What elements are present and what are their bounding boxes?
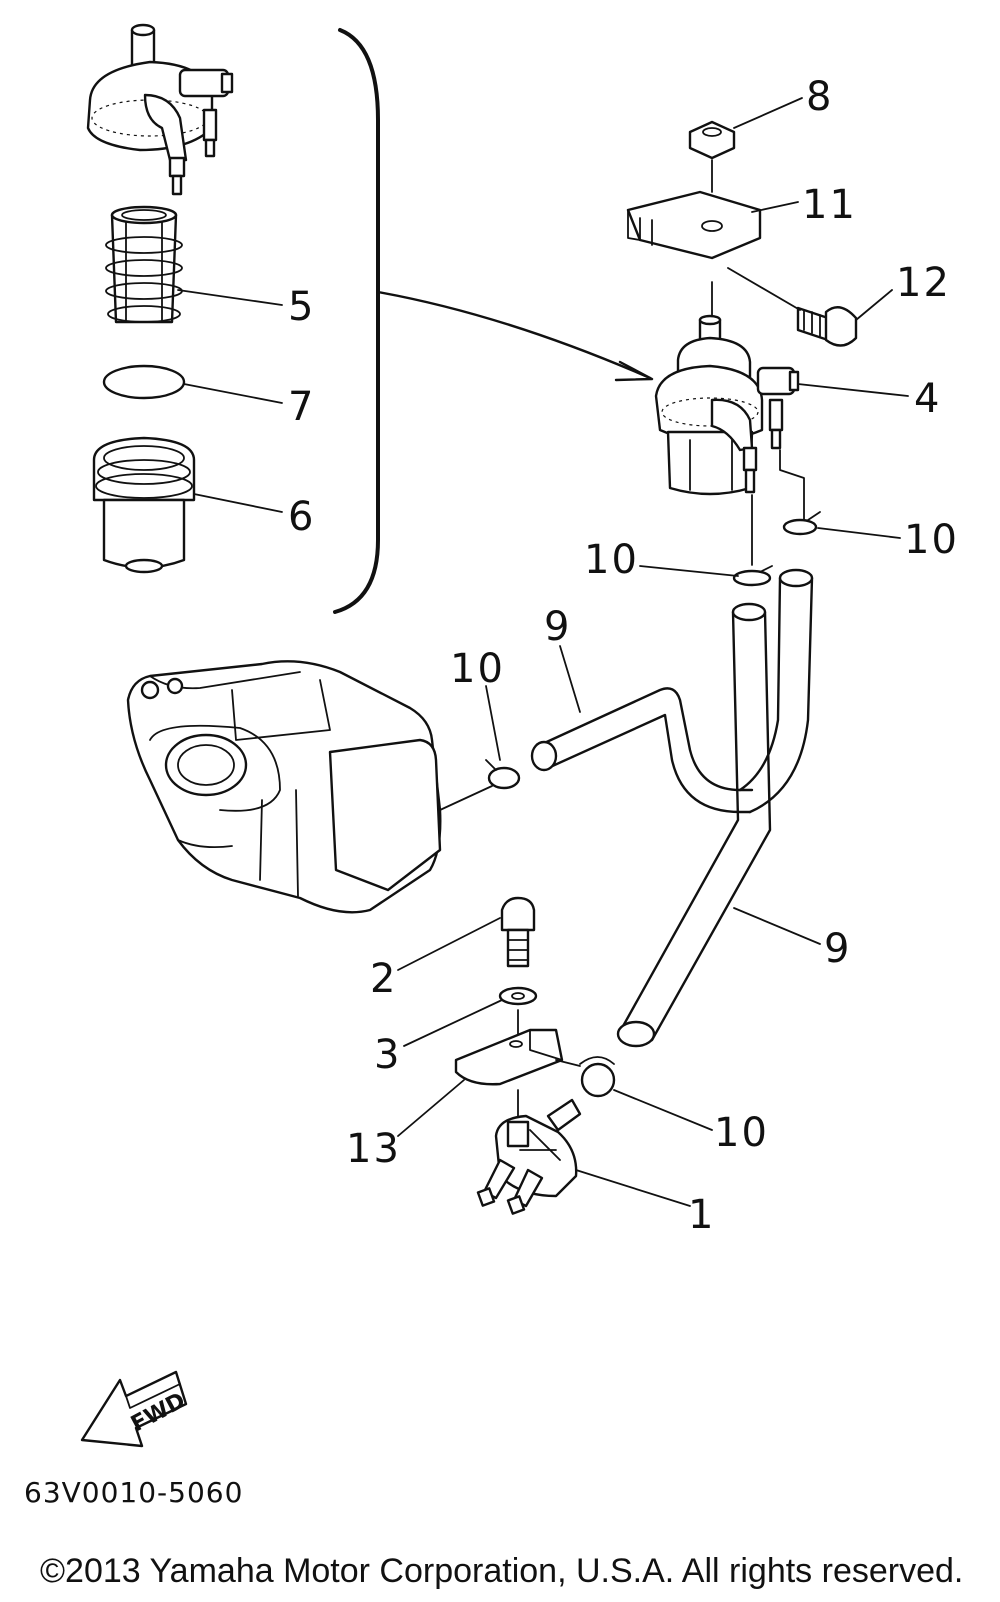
callout-9: 9 [824, 926, 851, 972]
callout-10: 10 [450, 646, 505, 692]
callout-4: 4 [914, 376, 941, 422]
fuel-hose-part-9-upper [530, 568, 814, 814]
leader-line [727, 267, 801, 311]
callout-10: 10 [904, 517, 959, 563]
bracket-part-11 [626, 190, 762, 260]
leader-line [797, 383, 909, 397]
nut-part-8 [688, 120, 736, 160]
leader-line [733, 97, 803, 129]
drawing-code: 63V0010-5060 [24, 1476, 244, 1509]
clip-part-10 [485, 759, 521, 790]
fwd-arrow-icon: FWD [80, 1370, 190, 1448]
callout-1: 1 [688, 1192, 715, 1238]
callout-8: 8 [806, 74, 833, 120]
leader-line [733, 907, 821, 945]
leader-line [639, 565, 739, 577]
leader-line [397, 917, 501, 971]
leader-line [193, 493, 283, 513]
fuel-joint-part-1 [476, 1098, 582, 1215]
exploded-view-arrowhead [614, 360, 654, 382]
guide-line [779, 449, 805, 521]
o-ring-part-7 [102, 364, 186, 400]
fuel-hose-part-9-lower [616, 602, 772, 1048]
leader-line [485, 685, 501, 761]
leader-line [559, 645, 581, 713]
clip-part-10 [732, 565, 773, 587]
copyright-notice: ©2013 Yamaha Motor Corporation, U.S.A. A… [40, 1552, 964, 1590]
mounting-plate-part-13 [454, 1028, 581, 1086]
callout-2: 2 [370, 956, 397, 1002]
bolt-part-2 [500, 896, 536, 968]
leader-line [855, 289, 893, 321]
leader-line [403, 999, 503, 1047]
exploded-view-arrow [376, 290, 652, 380]
callout-6: 6 [288, 494, 315, 540]
fuel-filter-part-4 [654, 314, 800, 496]
clip-part-10 [579, 1056, 616, 1098]
leader-line [575, 1169, 691, 1207]
filter-cup-part-6 [92, 436, 196, 574]
filter-element-part-5 [105, 205, 183, 324]
callout-3: 3 [374, 1032, 401, 1078]
leader-line [613, 1089, 713, 1131]
leader-line [817, 527, 901, 539]
leader-line [183, 383, 283, 404]
callout-10: 10 [714, 1110, 769, 1156]
leader-line [751, 201, 799, 213]
callout-10: 10 [584, 537, 639, 583]
washer-part-3 [498, 986, 538, 1006]
leader-line [397, 1079, 465, 1137]
callout-12: 12 [896, 260, 951, 306]
exploded-view-bracket [333, 28, 380, 614]
carburetor-body [126, 660, 493, 914]
clip-part-10 [782, 511, 821, 536]
callout-9: 9 [544, 604, 571, 650]
callout-13: 13 [346, 1126, 401, 1172]
filter-head-exploded [86, 23, 234, 196]
callout-11: 11 [802, 182, 857, 228]
leader-line [177, 289, 283, 306]
callout-7: 7 [288, 384, 315, 430]
callout-5: 5 [288, 284, 315, 330]
bolt-part-12 [796, 306, 858, 347]
